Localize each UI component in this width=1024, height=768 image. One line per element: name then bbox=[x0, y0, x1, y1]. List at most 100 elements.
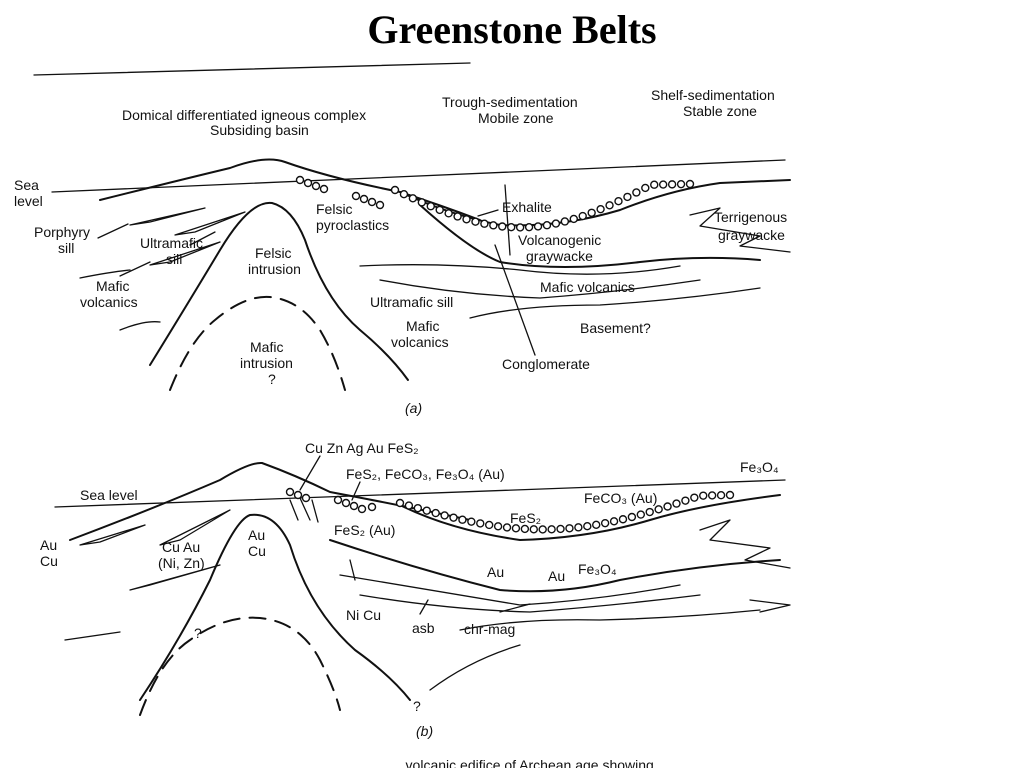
exhalite-bubbles-a bbox=[295, 175, 695, 232]
sea-label-1: Sea bbox=[14, 177, 39, 193]
arrow-porphyry bbox=[97, 223, 129, 239]
volcanic-edifice-b bbox=[69, 461, 471, 541]
au-label-2: Au bbox=[548, 568, 565, 584]
exhalite-bubble bbox=[690, 493, 699, 502]
exhalite-bubble bbox=[658, 180, 668, 189]
basement-line-b bbox=[459, 609, 761, 631]
exhalite-bubble bbox=[413, 503, 423, 513]
exhalite-bubble bbox=[542, 221, 552, 230]
porphyry-label-2: sill bbox=[58, 240, 74, 256]
mafic-volc-low-label-2: volcanics bbox=[391, 334, 449, 350]
exhalite-bubble bbox=[667, 180, 677, 189]
exhalite-bubble bbox=[351, 191, 361, 201]
exhalite-bubble bbox=[422, 506, 431, 515]
exhalite-bubble bbox=[498, 222, 507, 231]
caption-a: (a) bbox=[405, 400, 422, 416]
exhalite-bubble bbox=[569, 214, 578, 224]
arrow-chr-mag bbox=[499, 603, 531, 613]
terrigenous-label-2: graywacke bbox=[718, 227, 785, 243]
exhalite-bubble bbox=[685, 179, 695, 189]
exhalite-bubble bbox=[511, 524, 521, 533]
au-cu-left-1: Au bbox=[40, 537, 57, 553]
exhalite-bubble bbox=[295, 175, 305, 185]
conglomerate-leader-a bbox=[504, 184, 511, 256]
exhalite-bubble bbox=[524, 222, 534, 232]
exhalite-bubble bbox=[605, 201, 614, 210]
exhalite-bubble bbox=[587, 208, 596, 217]
exhalite-bubble bbox=[399, 189, 409, 199]
panel-b: Cu Zn Ag Au FeS₂ FeS₂, FeCO₃, Fe₃O₄ (Au)… bbox=[40, 440, 791, 739]
exhalite-bubble bbox=[435, 205, 444, 215]
volcanogenic-label-2: graywacke bbox=[526, 248, 593, 264]
exhalite-bubble bbox=[533, 222, 543, 231]
exhalite-bubble bbox=[404, 501, 414, 510]
feco3-au-label: FeCO₃ (Au) bbox=[584, 490, 657, 506]
exhalite-bubble bbox=[707, 491, 717, 500]
sea-label-2: level bbox=[14, 193, 43, 209]
page-title: Greenstone Belts bbox=[367, 7, 657, 52]
felsic-intrusion-label-1: Felsic bbox=[255, 245, 292, 261]
mafic-intrusion-outline bbox=[169, 295, 346, 391]
arrow-fes2-feco3 bbox=[351, 481, 361, 501]
arrow-cu-zn bbox=[299, 455, 321, 491]
sea-level-line-a bbox=[51, 159, 786, 193]
question-bottom: ? bbox=[413, 698, 421, 714]
exhalite-bubble bbox=[641, 183, 650, 193]
header-mid-1: Trough-sedimentation bbox=[442, 94, 578, 110]
arrow-ultramafic bbox=[189, 231, 216, 246]
trough-lower-a bbox=[419, 204, 761, 268]
felsic-intrusion-outline-b bbox=[139, 513, 411, 701]
exhalite-bubble bbox=[333, 495, 343, 505]
ni-cu-label: Ni Cu bbox=[346, 607, 381, 623]
exhalite-bubble bbox=[716, 491, 726, 500]
panel-a: Domical differentiated igneous complex S… bbox=[14, 87, 791, 416]
terrigenous-zigzag bbox=[689, 207, 791, 253]
exhalite-bubble bbox=[395, 498, 405, 508]
exhalite-bubble bbox=[303, 178, 313, 188]
exhalite-bubble bbox=[357, 504, 367, 514]
ultramafic-sill-a bbox=[359, 264, 681, 275]
top-rule bbox=[33, 62, 471, 76]
arrow-ni-cu bbox=[349, 559, 356, 581]
au-label-1: Au bbox=[487, 564, 504, 580]
lower-curve-b bbox=[429, 644, 521, 691]
exhalite-bubble bbox=[600, 518, 610, 528]
porphyry-label-1: Porphyry bbox=[34, 224, 90, 240]
exhalite-bubble bbox=[367, 502, 377, 512]
header-left-2: Subsiding basin bbox=[210, 122, 309, 138]
cu-au-label-2: (Ni, Zn) bbox=[158, 555, 205, 571]
sill-a3 bbox=[149, 241, 221, 266]
fes2-feco3-label: FeS₂, FeCO₃, Fe₃O₄ (Au) bbox=[346, 466, 505, 482]
conglomerate-label: Conglomerate bbox=[502, 356, 590, 372]
au-cu-left-2: Cu bbox=[40, 553, 58, 569]
exhalite-label: Exhalite bbox=[502, 199, 552, 215]
exhalite-bubble bbox=[654, 505, 663, 514]
exhalite-bubble bbox=[462, 215, 471, 224]
question-left: ? bbox=[194, 625, 202, 641]
sill-b4 bbox=[359, 594, 701, 613]
stockwork-b bbox=[289, 497, 319, 523]
fes2-au-label: FeS₂ (Au) bbox=[334, 522, 395, 538]
asb-label: asb bbox=[412, 620, 435, 636]
exhalite-bubble bbox=[520, 524, 530, 534]
exhalite-bubble bbox=[319, 184, 329, 194]
ultramafic-sill-b bbox=[339, 574, 681, 606]
terrigenous-label-1: Terrigenous bbox=[714, 209, 787, 225]
header-right-2: Stable zone bbox=[683, 103, 757, 119]
exhalite-bubble bbox=[449, 513, 458, 522]
exhalite-bubble bbox=[645, 507, 654, 517]
sea-level-line-b bbox=[54, 479, 786, 508]
trough-floor-b bbox=[399, 494, 781, 541]
caption-b: (b) bbox=[416, 723, 433, 739]
exhalite-bubble bbox=[484, 520, 494, 530]
fes2-label: FeS₂ bbox=[510, 510, 541, 526]
exhalite-bubble bbox=[515, 223, 525, 232]
exhalite-bubble bbox=[507, 223, 516, 232]
exhalite-bubble bbox=[547, 525, 556, 534]
exhalite-bubble bbox=[493, 522, 503, 531]
exhalite-bubble bbox=[560, 217, 570, 226]
sill-a2 bbox=[174, 211, 246, 236]
exhalite-bubble bbox=[672, 499, 681, 508]
exhalite-bubble bbox=[650, 180, 659, 189]
